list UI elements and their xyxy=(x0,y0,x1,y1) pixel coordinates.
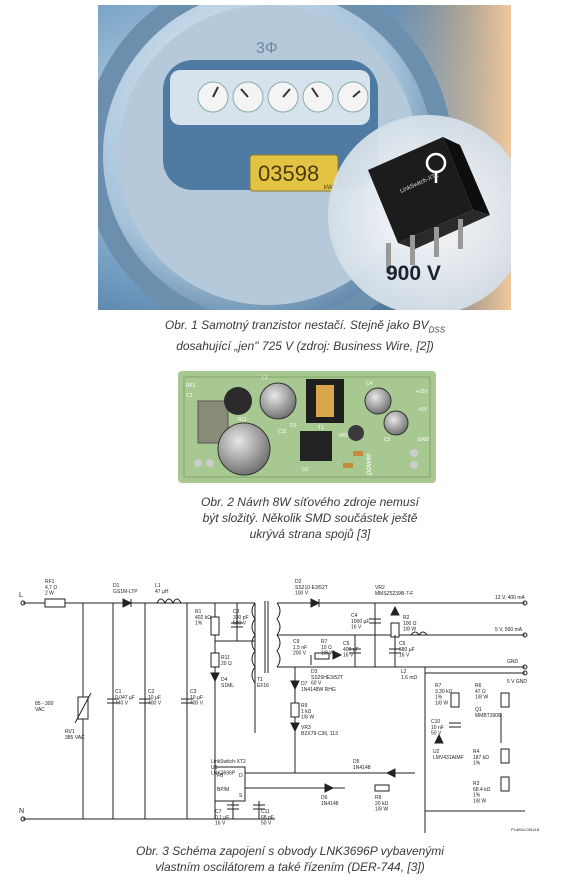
out-5v: 5 V, 500 mA xyxy=(495,627,523,633)
pcb-label-4: C4 xyxy=(366,381,373,387)
figure1-meter-photo: 3Φ 03598 kWh LinkSwitch-XT2 900 V xyxy=(98,5,511,310)
pcb-label-0: RF1 xyxy=(186,383,196,389)
lcd-value: 03598 xyxy=(258,161,319,186)
pcb-label-8: VR3 xyxy=(338,433,348,439)
pcb-label-1: C3 xyxy=(186,393,193,399)
pcb-label-9: C11 xyxy=(278,429,287,435)
drawing-number: PI-8834-091118 xyxy=(511,827,540,832)
pin-fb: FB xyxy=(217,773,224,779)
pcb-label-3: T1 xyxy=(318,425,324,431)
pcb-label-10: R11 xyxy=(238,417,247,423)
meter-dials xyxy=(197,81,369,113)
figure3-caption-line2: vlastním oscilátorem a také řízením (DER… xyxy=(155,860,425,874)
input-n: N xyxy=(19,808,24,815)
pcb-label-14: power xyxy=(364,453,373,475)
figure3-caption-line1: Obr. 3 Schéma zapojení s obvody LNK3696P… xyxy=(136,844,444,858)
chip-bubble: LinkSwitch-XT2 xyxy=(328,115,511,310)
figure2-pcb-photo: RF1 C3 D1 T1 C4 C5 L1 U1 VR3 C11 R11 +12… xyxy=(178,371,436,483)
pcb-label-7: U1 xyxy=(302,467,309,473)
pcb-label-6: L1 xyxy=(262,375,268,381)
pcb-label-11: +12V xyxy=(416,389,428,395)
lcd-unit: kWh xyxy=(324,185,336,191)
figure3-caption: Obr. 3 Schéma zapojení s obvody LNK3696P… xyxy=(80,843,500,875)
figure1-caption-line1: Obr. 1 Samotný tranzistor nestačí. Stejn… xyxy=(164,318,446,335)
figure1-caption-line2: dosahující „jen" 725 V (zdroj: Business … xyxy=(176,339,434,354)
pcb-label-2: D1 xyxy=(290,423,297,429)
pin-s: S xyxy=(239,793,243,799)
input-l: L xyxy=(19,592,23,599)
meter-label: 3Φ xyxy=(256,40,278,57)
out-gnd: GND xyxy=(507,659,519,665)
out-5vgnd: 5 V GND xyxy=(507,679,527,685)
figure2-caption: Obr. 2 Návrh 8W síťového zdroje nemusí b… xyxy=(160,494,460,542)
figure1-caption: Obr. 1 Samotný tranzistor nestačí. Stejn… xyxy=(100,317,510,354)
figure2-caption-line1: Obr. 2 Návrh 8W síťového zdroje nemusí xyxy=(201,495,419,509)
pcb-label-12: +5V xyxy=(418,407,428,413)
out-12v: 12 V, 400 mA xyxy=(495,595,526,601)
pcb-label-5: C5 xyxy=(384,437,391,443)
figure2-caption-line2: být složitý. Několik SMD součástek ještě xyxy=(202,511,418,525)
pin-d: D xyxy=(239,773,243,779)
chip-voltage: 900 V xyxy=(386,262,441,285)
figure2-caption-line3: ukrývá strana spojů [3] xyxy=(249,527,371,541)
pcb-label-13: GND xyxy=(418,437,430,443)
pin-bpm: BP/M xyxy=(217,787,229,793)
